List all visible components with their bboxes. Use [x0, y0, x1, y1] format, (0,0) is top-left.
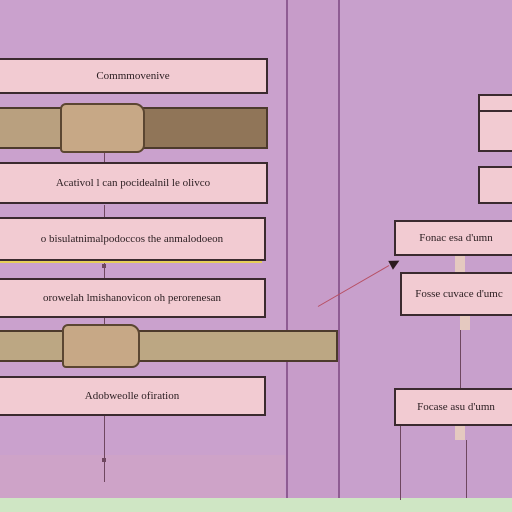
- right-box-1: [478, 110, 512, 152]
- flow-box-1: Commmovenive: [0, 58, 268, 94]
- right-box-3: Fonac esa d'umn: [394, 220, 512, 256]
- connector-line: [460, 330, 461, 388]
- connector-line: [104, 416, 105, 482]
- flow-box-4: orowelah lmishanovicon oh perorenesan: [0, 278, 266, 318]
- shadow-band: [0, 455, 285, 500]
- flow-box-label: Fonac esa d'umn: [419, 232, 493, 244]
- connector-marker: [102, 458, 106, 462]
- highlight-rule: [0, 261, 262, 263]
- connector-line: [104, 205, 105, 217]
- connector-line: [466, 440, 467, 498]
- peg-graphic: [455, 426, 465, 440]
- peg-graphic: [455, 256, 465, 276]
- connector-line: [104, 262, 105, 280]
- connector-line: [400, 426, 401, 500]
- beam-lower: [0, 330, 338, 362]
- connector-marker: [102, 264, 106, 268]
- flow-box-label: Adobweolle ofiration: [84, 390, 180, 402]
- peg-graphic: [460, 316, 470, 330]
- flow-box-3: o bisulatnimalpodoccos the anmalodoeon: [0, 217, 266, 261]
- flow-box-label: Acativol l can pocidealnil le olivco: [55, 177, 211, 189]
- hand-graphic-upper: [60, 103, 145, 153]
- ground-strip: [0, 498, 512, 512]
- flow-box-label: o bisulatnimalpodoccos the anmalodoeon: [40, 233, 224, 245]
- flow-box-2: Acativol l can pocidealnil le olivco: [0, 162, 268, 204]
- right-box-5: Focase asu d'umn: [394, 388, 512, 426]
- flow-box-5: Adobweolle ofiration: [0, 376, 266, 416]
- right-box-4: Fosse cuvace d'umc: [400, 272, 512, 316]
- right-box-2: [478, 166, 512, 204]
- hand-graphic-lower: [62, 324, 140, 368]
- flow-box-label: Fosse cuvace d'umc: [415, 288, 503, 300]
- flow-box-label: Focase asu d'umn: [417, 401, 495, 413]
- flow-box-label: orowelah lmishanovicon oh perorenesan: [42, 292, 222, 304]
- beam-shade: [140, 109, 266, 147]
- connector-line: [104, 150, 105, 168]
- flow-box-label: Commmovenive: [96, 70, 170, 82]
